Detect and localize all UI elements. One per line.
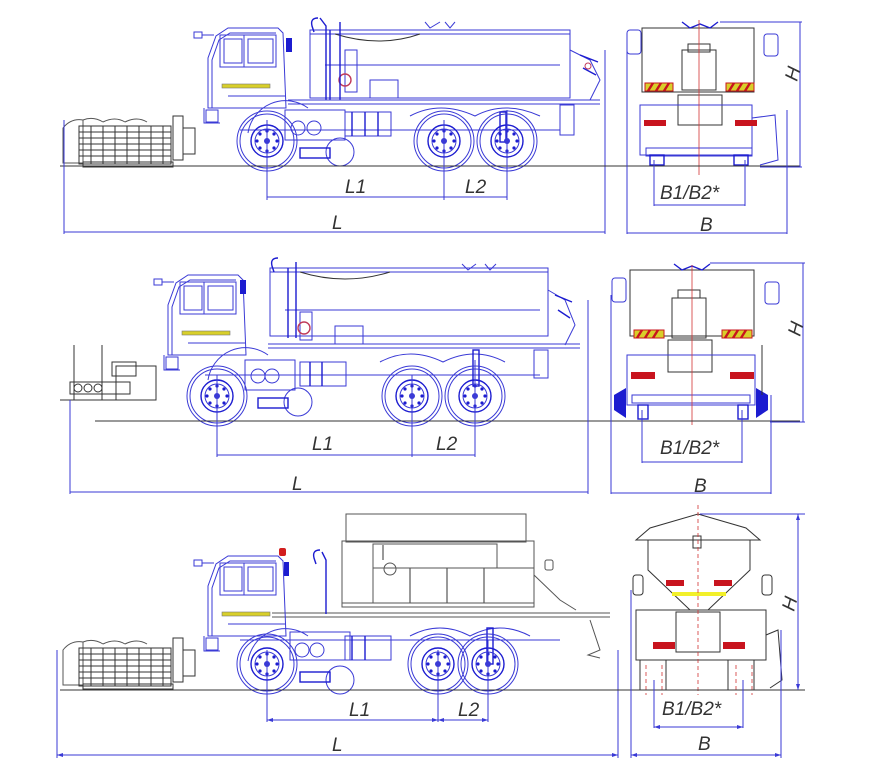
panel-1: L1 L2 L xyxy=(60,17,805,236)
dim-label-L1: L1 xyxy=(349,700,370,721)
dim-label-L2: L2 xyxy=(436,434,458,455)
beacon-icon xyxy=(240,280,246,294)
dim-label-L: L xyxy=(292,474,303,495)
dim-label-L2: L2 xyxy=(458,700,480,721)
side-view-2: L1 L2 L xyxy=(60,257,615,495)
rear-dimension-lines xyxy=(626,21,802,234)
beacon-icon xyxy=(279,548,286,556)
side-view-1: L1 L2 L xyxy=(60,17,628,234)
dim-label-B: B xyxy=(694,476,707,497)
dim-label-H: H xyxy=(782,64,806,83)
chassis xyxy=(240,107,560,167)
rear-dimension-lines xyxy=(630,513,805,758)
dim-label-B1-B2: B1/B2* xyxy=(662,699,722,720)
rear-view-1: B1/B2* B H xyxy=(600,20,805,236)
beacon-icon xyxy=(286,38,292,52)
snow-plough xyxy=(62,637,196,690)
rear-view-2: B1/B2* B H xyxy=(590,262,809,497)
dimension-lines xyxy=(63,50,606,234)
dim-label-L2: L2 xyxy=(465,177,487,198)
dim-label-H: H xyxy=(785,319,809,338)
dim-label-B: B xyxy=(700,215,713,236)
dim-label-L: L xyxy=(332,735,343,756)
panel-3: L1 L2 L xyxy=(56,505,805,758)
panel-2: L1 L2 L xyxy=(60,257,809,497)
dim-label-L1: L1 xyxy=(345,177,366,198)
dim-label-B1-B2: B1/B2* xyxy=(660,438,720,459)
dimension-lines xyxy=(69,300,589,494)
tank-body xyxy=(288,17,601,136)
chassis xyxy=(240,627,560,695)
dim-label-L1: L1 xyxy=(312,434,333,455)
spreader-hopper xyxy=(272,513,610,659)
dim-label-H: H xyxy=(779,594,803,613)
side-view-3: L1 L2 L xyxy=(56,513,628,758)
dim-label-B1-B2: B1/B2* xyxy=(660,183,720,204)
chassis xyxy=(205,349,540,417)
dimension-lines xyxy=(56,640,619,758)
truck-cab xyxy=(153,274,269,381)
rear-view-3: B1/B2* B H xyxy=(600,505,805,758)
rear-dimension-lines xyxy=(610,262,805,494)
dim-label-B: B xyxy=(698,734,711,755)
snow-plough xyxy=(62,115,196,168)
tank-body xyxy=(268,257,580,379)
side-plough xyxy=(60,345,157,401)
dim-label-L: L xyxy=(332,213,343,234)
